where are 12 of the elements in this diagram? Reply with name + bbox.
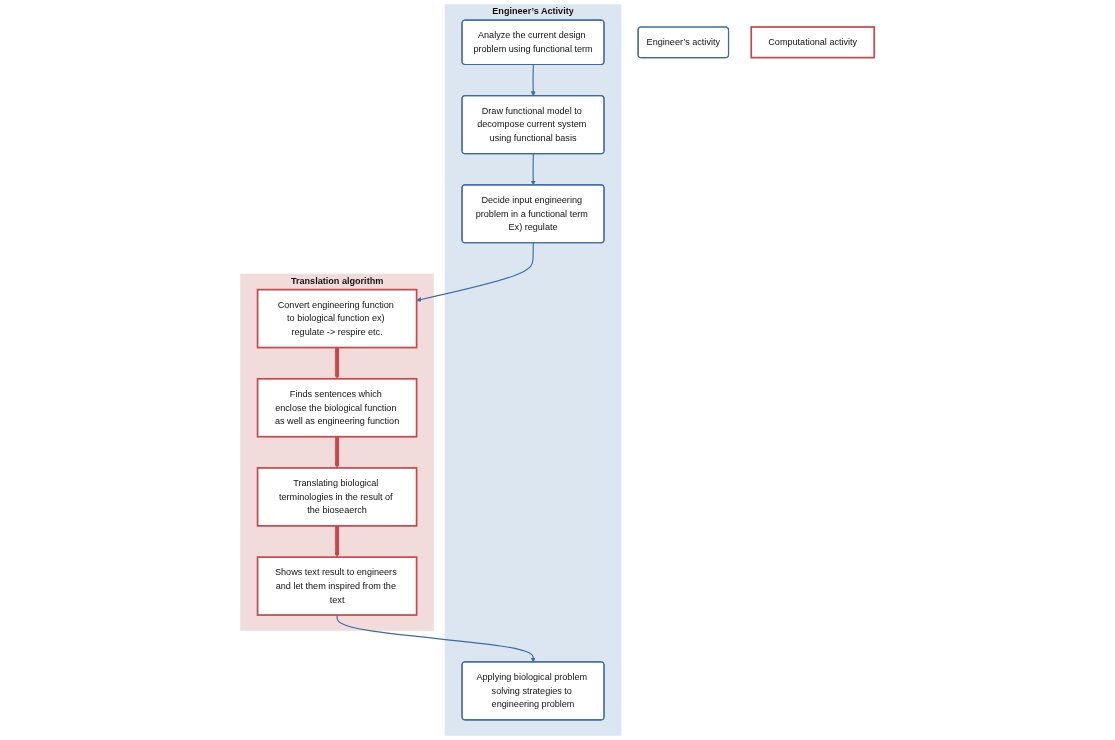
node-box: Shows text result to engineers and let them inspired from the text	[256, 556, 418, 616]
arrow	[336, 614, 536, 663]
node-box: Convert engineering function to biological function ex) regulate -> respire etc.	[256, 288, 418, 349]
arrow	[334, 525, 340, 558]
arrow	[334, 347, 340, 379]
node-box: Finds sentences which enclose the biological function as well as engineering function	[256, 377, 418, 438]
node-box: Translating biological terminologies in the result of the bioseaerch	[256, 467, 418, 527]
node-box: Computational activity	[750, 26, 876, 59]
arrow	[334, 436, 340, 469]
arrow	[416, 242, 534, 302]
arrow	[530, 64, 536, 97]
arrow	[530, 153, 536, 186]
